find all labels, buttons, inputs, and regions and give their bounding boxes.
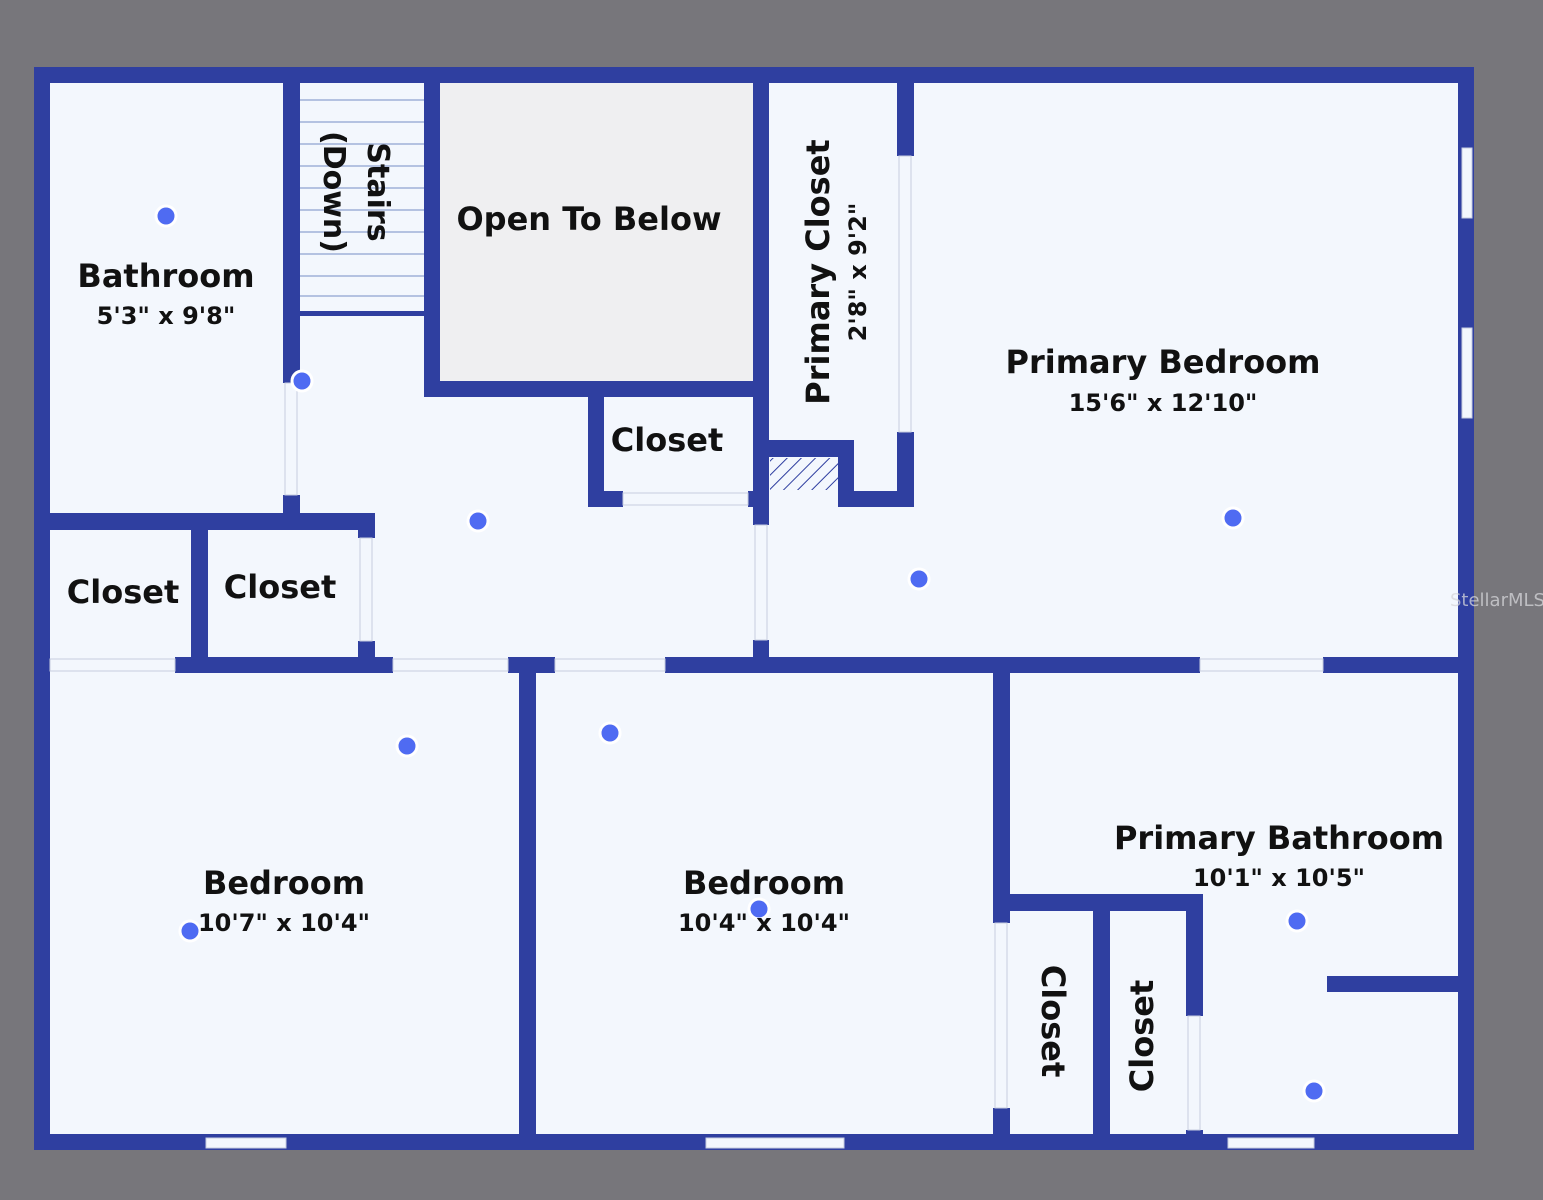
- bathroom-label: Bathroom: [77, 257, 255, 295]
- primary-bathroom-dims: 10'1" x 10'5": [1192, 864, 1366, 892]
- closet-left-2-label: Closet: [223, 568, 337, 606]
- photo-marker[interactable]: [154, 204, 178, 228]
- photo-marker[interactable]: [1285, 909, 1309, 933]
- windows: [205, 147, 1473, 1149]
- photo-marker[interactable]: [598, 721, 622, 745]
- photo-marker[interactable]: [1221, 506, 1245, 530]
- photo-marker[interactable]: [466, 509, 490, 533]
- closet-bath-2-label: Closet: [1123, 979, 1161, 1093]
- hatched-chase: [770, 458, 838, 490]
- photo-marker[interactable]: [747, 897, 771, 921]
- bathroom-dims: 5'3" x 9'8": [96, 302, 236, 330]
- bedroom-2-label: Bedroom: [682, 864, 846, 902]
- photo-markers[interactable]: [154, 204, 1326, 1103]
- photo-marker[interactable]: [290, 369, 314, 393]
- primary-closet-dims: 2'8" x 9'2": [844, 202, 872, 342]
- bedroom-1-dims: 10'7" x 10'4": [197, 909, 371, 937]
- primary-bedroom-dims: 15'6" x 12'10": [1068, 389, 1258, 417]
- open-to-below-area: [440, 83, 753, 381]
- photo-marker[interactable]: [907, 567, 931, 591]
- stairs-label: Stairs: [360, 142, 395, 242]
- primary-bathroom-label: Primary Bathroom: [1113, 819, 1445, 857]
- door-openings: [49, 155, 1324, 1131]
- bedroom-2-dims: 10'4" x 10'4": [677, 909, 851, 937]
- stairs-sub-label: (Down): [316, 130, 351, 254]
- photo-marker[interactable]: [178, 919, 202, 943]
- closet-left-1-label: Closet: [66, 573, 180, 611]
- photo-marker[interactable]: [1302, 1079, 1326, 1103]
- open-to-below-label: Open To Below: [456, 200, 722, 238]
- hall-closet-label: Closet: [610, 421, 724, 459]
- stair-treads: [300, 99, 424, 297]
- primary-closet-label: Primary Closet: [799, 139, 837, 405]
- watermark: StellarMLS: [1450, 590, 1543, 611]
- primary-bedroom-label: Primary Bedroom: [1005, 343, 1321, 381]
- bedroom-1-label: Bedroom: [202, 864, 366, 902]
- photo-marker[interactable]: [395, 734, 419, 758]
- closet-bath-1-label: Closet: [1034, 964, 1072, 1078]
